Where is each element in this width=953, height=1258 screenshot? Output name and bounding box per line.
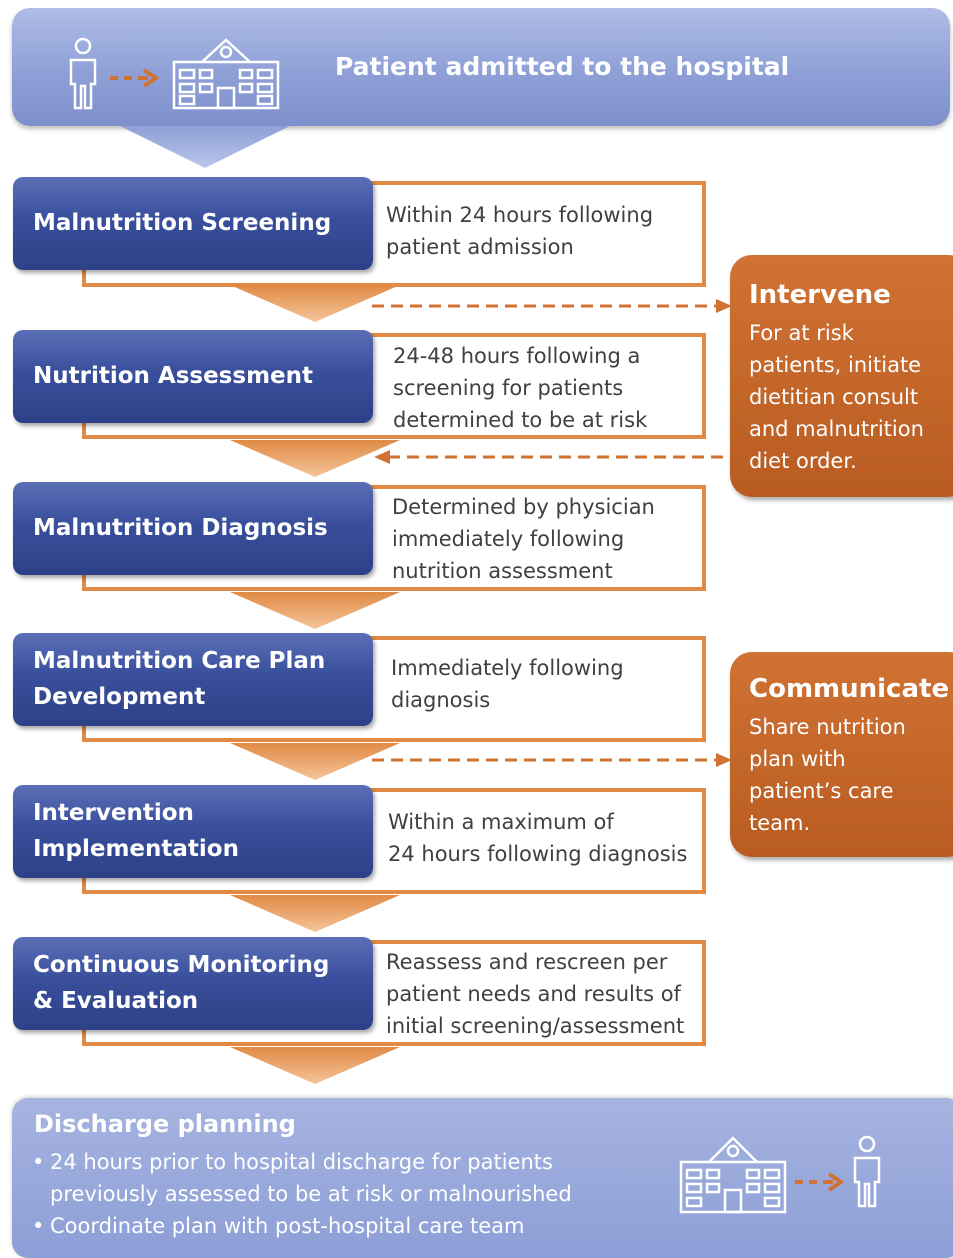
step-6-label: Continuous Monitoring & Evaluation [33, 951, 330, 1014]
down-chevron-7 [230, 1047, 400, 1084]
step-5-description: Within a maximum of 24 hours following d… [388, 810, 688, 866]
step-4-box: Malnutrition Care Plan Development [13, 633, 373, 726]
communicate-body: Share nutrition plan with patient’s care… [749, 715, 906, 835]
step-6-box: Continuous Monitoring & Evaluation [13, 937, 373, 1030]
communicate-box: Communicate Share nutrition plan with pa… [730, 652, 953, 857]
down-chevron-4 [230, 592, 400, 629]
communicate-title: Communicate [749, 674, 950, 704]
step-3-description: Determined by physician immediately foll… [392, 495, 655, 583]
step-5-label: Intervention Implementation [33, 799, 239, 862]
step-1-label: Malnutrition Screening [33, 209, 332, 236]
dashed-arrow-to-communicate [372, 753, 732, 767]
admission-icons [69, 37, 280, 110]
down-chevron-3 [230, 440, 400, 477]
dashed-arrow-to-intervene [372, 299, 732, 313]
down-chevron-1 [120, 126, 290, 168]
step-3-label: Malnutrition Diagnosis [33, 514, 328, 541]
step-4-description: Immediately following diagnosis [391, 656, 624, 712]
discharge-bullet-2: •Coordinate plan with post-hospital care… [32, 1210, 525, 1242]
discharge-bullet-1: •24 hours prior to hospital discharge fo… [32, 1146, 553, 1178]
intervene-title: Intervene [749, 280, 891, 310]
down-chevron-5 [230, 743, 400, 780]
step-2-description: 24-48 hours following a screening for pa… [393, 344, 648, 432]
step-1-box: Malnutrition Screening [13, 177, 373, 270]
down-chevron-2 [230, 285, 400, 322]
bullet-dot: • [32, 1214, 45, 1238]
intervene-body: For at risk patients, initiate dietitian… [749, 321, 924, 473]
person-icon [853, 1135, 881, 1208]
discharge-bullet-1-line2: previously assessed to be at risk or mal… [50, 1182, 572, 1206]
dashed-arrow-icon [795, 1172, 845, 1192]
step-1-description: Within 24 hours following patient admiss… [386, 203, 654, 259]
hospital-icon [679, 1136, 787, 1214]
down-chevron-6 [230, 895, 400, 932]
step-3-box: Malnutrition Diagnosis [13, 482, 373, 575]
discharge-bullet-1-line1: 24 hours prior to hospital discharge for… [50, 1150, 553, 1174]
discharge-icons [679, 1135, 881, 1214]
step-6-description: Reassess and rescreen per patient needs … [386, 950, 685, 1038]
step-4-label: Malnutrition Care Plan Development [33, 647, 326, 710]
step-2-label: Nutrition Assessment [33, 362, 313, 389]
discharge-panel: Discharge planning •24 hours prior to ho… [12, 1098, 953, 1258]
admission-banner [12, 8, 950, 126]
step-5-box: Intervention Implementation [13, 785, 373, 878]
discharge-bullet-2-line1: Coordinate plan with post-hospital care … [50, 1214, 525, 1238]
person-icon [69, 37, 97, 110]
admission-title: Patient admitted to the hospital [335, 52, 790, 81]
step-2-box: Nutrition Assessment [13, 330, 373, 423]
hospital-icon [172, 38, 280, 110]
dashed-arrow-icon [110, 68, 160, 88]
dashed-arrow-from-intervene [374, 450, 732, 464]
bullet-dot: • [32, 1150, 45, 1174]
discharge-title: Discharge planning [34, 1110, 296, 1138]
intervene-box: Intervene For at risk patients, initiate… [730, 255, 953, 497]
